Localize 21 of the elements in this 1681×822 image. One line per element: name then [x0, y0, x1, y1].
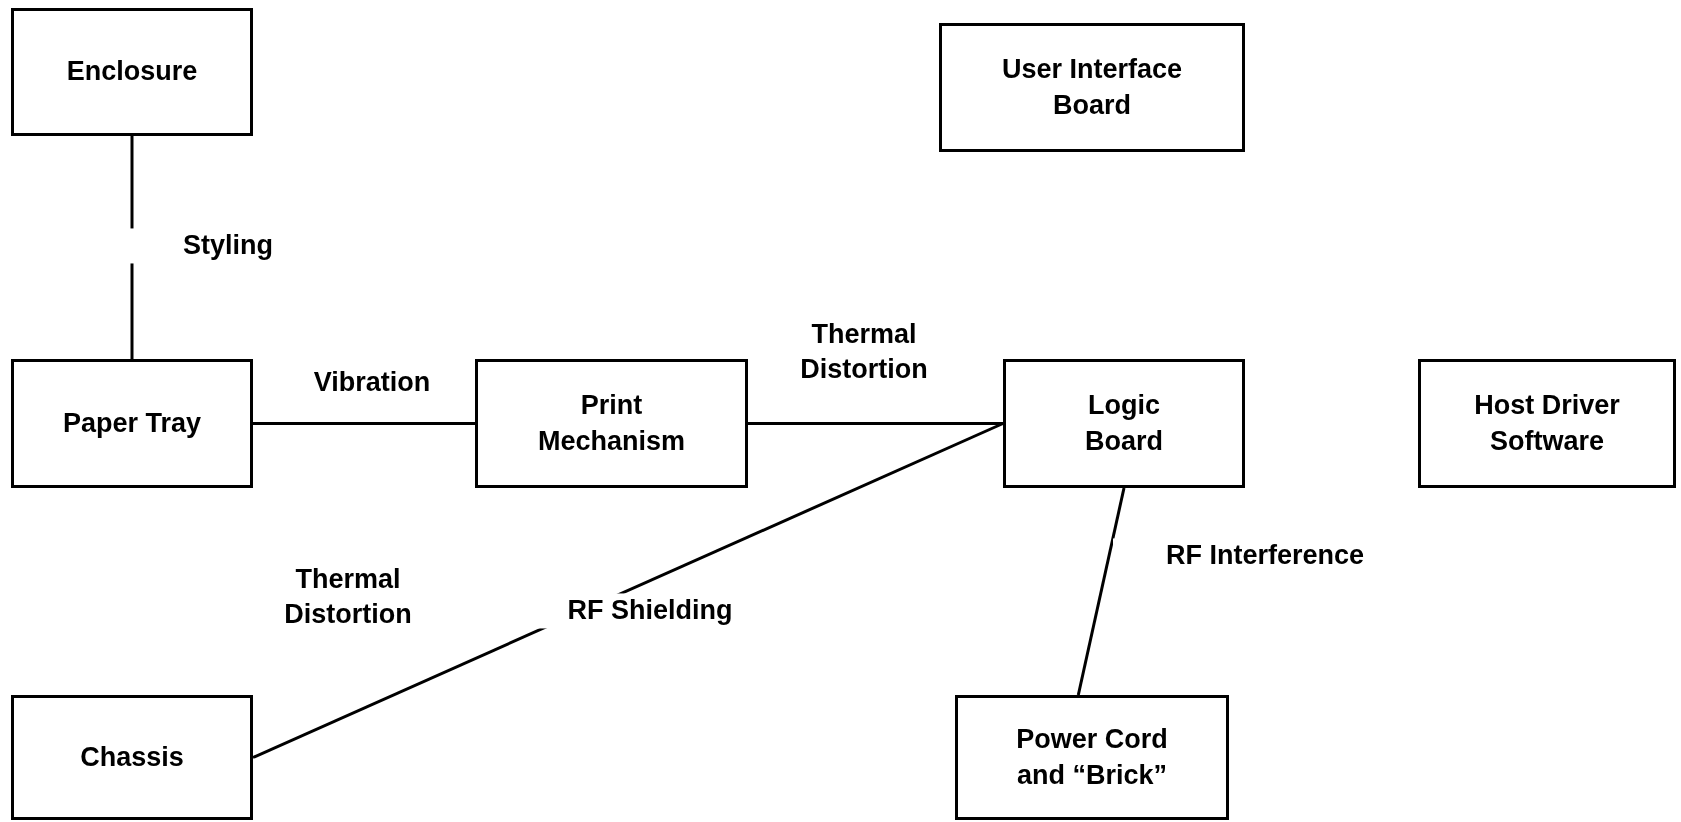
component-box: [939, 23, 1245, 152]
component-box: [1418, 359, 1676, 488]
component-name: User Interface Board: [1000, 53, 1184, 122]
component-name: Chassis: [80, 740, 184, 774]
component-box: [1003, 359, 1245, 488]
connector-line: [1076, 487, 1126, 696]
component-name: Power Cord and “Brick”: [1015, 723, 1169, 792]
component-box: [955, 695, 1229, 820]
component-name: Host Driver Software: [1473, 389, 1621, 458]
component-box: [475, 359, 748, 488]
component-box: [11, 8, 253, 136]
component-name: Print Mechanism: [536, 389, 687, 458]
component-name: Enclosure: [66, 55, 198, 89]
interaction-label: Thermal Distortion: [283, 562, 413, 631]
component-name: Logic Board: [1084, 389, 1164, 458]
component-name: Paper Tray: [62, 406, 202, 440]
connector-line: [748, 422, 1003, 425]
component-box: [11, 695, 253, 820]
connector-line: [252, 422, 1004, 759]
connector-line: [253, 422, 475, 425]
component-box: [11, 359, 253, 488]
